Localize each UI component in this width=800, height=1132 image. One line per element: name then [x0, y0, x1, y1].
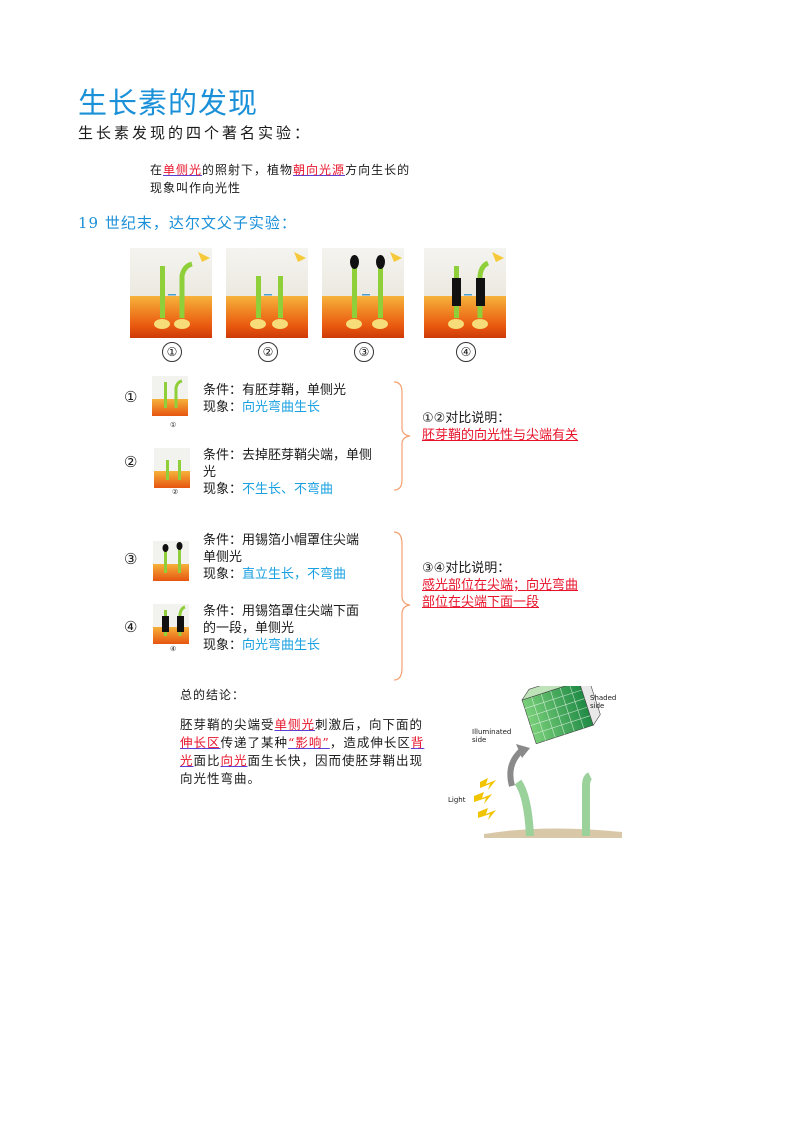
conclusion-heading: ①②对比说明： [422, 411, 511, 426]
condition-text-cont: 光 [203, 465, 217, 480]
condition-label: 条件： [203, 383, 243, 398]
summary-part: 胚芽鞘的尖端受 [180, 717, 275, 732]
summary-keyword: “影响” [288, 735, 330, 750]
def-text-4: 现象叫作向光性 [150, 181, 242, 195]
bracket-34 [393, 531, 411, 681]
experiment-panel-2 [226, 248, 308, 338]
summary-keyword: 伸长区 [180, 735, 221, 750]
conclusion-text: 感光部位在尖端；向光弯曲 [422, 578, 579, 593]
row-thumb-number-1: ① [170, 421, 177, 429]
summary-part: 面比 [193, 753, 221, 768]
page-subtitle: 生长素发现的四个著名实验： [78, 124, 313, 142]
def-text-2: 的照射下，植物 [202, 163, 294, 177]
label-shaded-line1: Shaded [590, 694, 617, 702]
label-shaded-line2: side [590, 702, 605, 710]
phenomenon-text: 向光弯曲生长 [242, 400, 321, 415]
seedling-icon [166, 460, 181, 480]
conclusion-12: ①②对比说明： 胚芽鞘的向光性与尖端有关 [422, 410, 578, 444]
seedling-icon [448, 252, 504, 329]
def-text-1: 在 [150, 163, 164, 177]
row-conditions-2: 条件：去掉胚芽鞘尖端，单侧 光 现象：不生长、不弯曲 [203, 447, 372, 498]
summary-part: ，造成伸长区 [329, 735, 411, 750]
summary-keyword: 向光 [220, 753, 248, 768]
summary-part: 面生长快，因而使胚芽鞘出现向光性弯曲。 [180, 753, 424, 786]
label-illum-line2: side [472, 736, 487, 744]
def-keyword-toward-light: 朝向光源 [293, 163, 346, 177]
conclusion-text: 部位在尖端下面一段 [422, 595, 540, 610]
label-light: Light [448, 796, 466, 804]
panel-number-2: ② [258, 342, 278, 362]
phenomenon-label: 现象： [203, 567, 243, 582]
row-conditions-4: 条件：用锡箔罩住尖端下面 的一段，单侧光 现象：向光弯曲生长 [203, 603, 359, 654]
section-title-darwin: 19 世纪末，达尔文父子实验： [78, 214, 297, 232]
seedling-icon [162, 542, 183, 573]
row-thumb-1 [152, 376, 188, 416]
row-number-3: ③ [124, 550, 138, 568]
def-text-3: 方向生长的 [345, 163, 411, 177]
row-thumb-number-4: ④ [170, 645, 177, 653]
seedling-icon [346, 252, 402, 329]
row-thumb-number-2: ② [172, 488, 179, 496]
conclusion-text: 胚芽鞘的向光性与尖端有关 [422, 428, 579, 443]
phenomenon-text: 向光弯曲生长 [242, 638, 321, 653]
row-number-1: ① [124, 388, 138, 406]
phenomenon-label: 现象： [203, 400, 243, 415]
experiment-panel-4 [424, 248, 506, 338]
row-thumb-2 [154, 448, 190, 488]
phenomenon-text: 直立生长，不弯曲 [242, 567, 347, 582]
panel-number-3: ③ [354, 342, 374, 362]
condition-text-cont: 的一段，单侧光 [203, 621, 295, 636]
experiment-panel-1 [130, 248, 212, 338]
condition-label: 条件： [203, 604, 243, 619]
summary-text: 胚芽鞘的尖端受单侧光刺激后，向下面的伸长区传递了某种“影响”，造成伸长区背光面比… [180, 716, 430, 788]
condition-text: 用锡箔小帽罩住尖端 [242, 533, 360, 548]
bracket-12 [393, 381, 411, 491]
phototropism-definition: 在单侧光的照射下，植物朝向光源方向生长的 现象叫作向光性 [150, 161, 410, 197]
row-number-4: ④ [124, 618, 138, 636]
panel-number-4: ④ [456, 342, 476, 362]
row-conditions-1: 条件：有胚芽鞘，单侧光 现象：向光弯曲生长 [203, 382, 346, 416]
phenomenon-text: 不生长、不弯曲 [242, 482, 334, 497]
phenomenon-label: 现象： [203, 638, 243, 653]
condition-text-cont: 单侧光 [203, 550, 243, 565]
condition-text: 有胚芽鞘，单侧光 [242, 383, 347, 398]
condition-label: 条件： [203, 533, 243, 548]
summary-part: 传递了某种 [220, 735, 289, 750]
page-title: 生长素的发现 [78, 86, 259, 120]
condition-label: 条件： [203, 448, 243, 463]
condition-text: 去掉胚芽鞘尖端，单侧 [242, 448, 373, 463]
seedling-icon [164, 379, 183, 408]
seedling-icon [162, 605, 186, 636]
phototropism-figure-drawing [474, 670, 622, 838]
phenomenon-label: 现象： [203, 482, 243, 497]
summary-heading: 总的结论： [180, 688, 246, 702]
conclusion-heading: ③④对比说明： [422, 561, 511, 576]
condition-text: 用锡箔罩住尖端下面 [242, 604, 360, 619]
summary-part: 刺激后，向下面的 [315, 717, 424, 732]
seedling-icon [154, 252, 210, 329]
summary-keyword: 单侧光 [274, 717, 316, 732]
row-thumb-4 [153, 604, 189, 644]
def-keyword-unilateral-light: 单侧光 [163, 163, 203, 177]
summary-keyword: 背光 [180, 735, 425, 768]
experiment-panel-3 [322, 248, 404, 338]
label-illum-line1: Illuminated [472, 728, 512, 736]
panel-number-1: ① [162, 342, 182, 362]
row-number-2: ② [124, 453, 138, 471]
conclusion-34: ③④对比说明： 感光部位在尖端；向光弯曲 部位在尖端下面一段 [422, 560, 578, 611]
seedling-icon [250, 252, 306, 329]
row-conditions-3: 条件：用锡箔小帽罩住尖端 单侧光 现象：直立生长，不弯曲 [203, 532, 359, 583]
row-thumb-3 [153, 541, 189, 581]
